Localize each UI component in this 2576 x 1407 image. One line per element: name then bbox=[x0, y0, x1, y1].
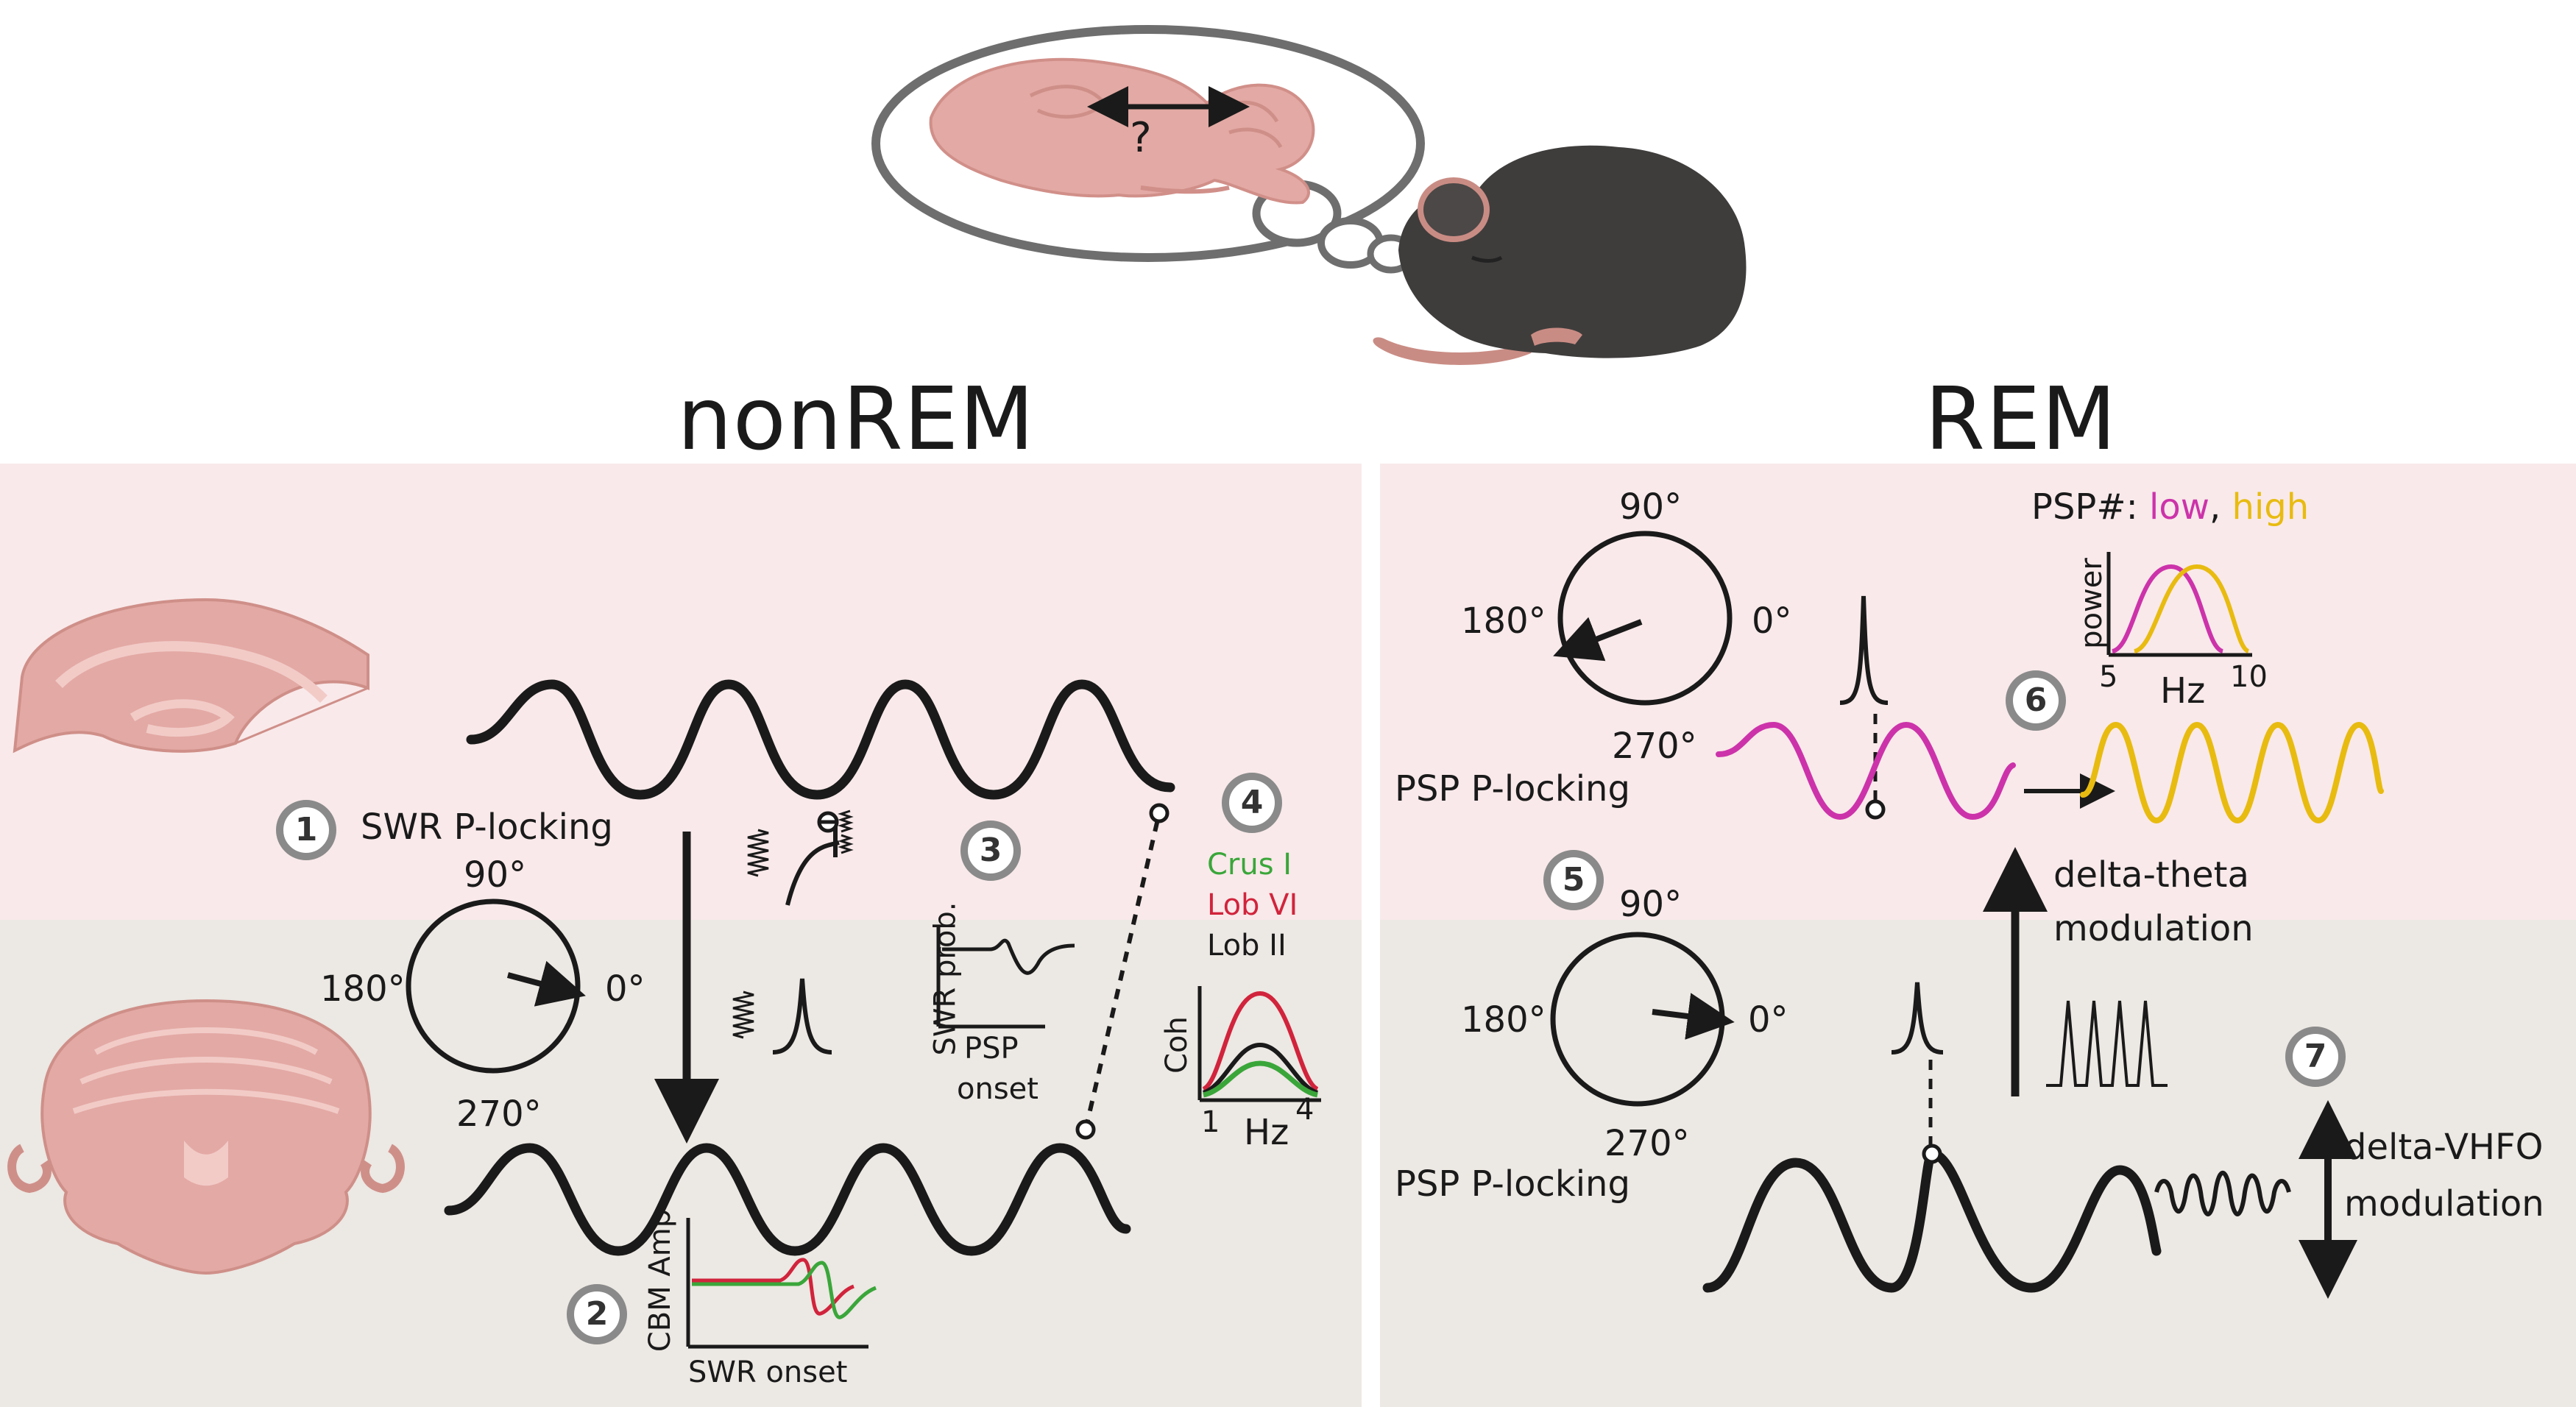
swr-prob-axis-label: SWR prob. bbox=[928, 901, 963, 1056]
polar-swr-180-label: 180° bbox=[320, 968, 406, 1010]
polar-swr-90-label: 90° bbox=[464, 854, 527, 896]
polar-rem-bottom-0-label: 0° bbox=[1748, 999, 1788, 1041]
cbm-amplitude-plot bbox=[686, 1218, 877, 1349]
psp-p-locking-top-label: PSP P-locking bbox=[1395, 768, 1630, 809]
delta-theta-label-line2: modulation bbox=[2053, 908, 2254, 949]
step-badge-1: 1 bbox=[276, 800, 336, 860]
mouse-paw bbox=[1531, 327, 1582, 346]
coh-x-axis-label: Hz bbox=[1244, 1112, 1289, 1153]
psp-count-legend-high: high bbox=[2232, 486, 2310, 528]
hippocampus-slice-icon bbox=[13, 598, 369, 754]
coherence-trace-lob-ii bbox=[1202, 1042, 1319, 1095]
thought-question-mark: ? bbox=[1130, 114, 1152, 162]
coh-x-tick-1: 1 bbox=[1201, 1105, 1220, 1139]
polar-swr-270-label: 270° bbox=[456, 1094, 542, 1135]
theta-wave-low-psp bbox=[1716, 721, 2016, 821]
polar-rem-bottom-90-label: 90° bbox=[1619, 884, 1682, 925]
polar-mean-vector-swr bbox=[506, 960, 586, 1007]
sleeping-mouse-icon bbox=[1373, 145, 1747, 366]
polar-swr-0-label: 0° bbox=[605, 968, 645, 1010]
power-axis-label: power bbox=[2074, 558, 2109, 649]
coherence-trace-crus-i bbox=[1203, 1060, 1318, 1098]
phase-marker-rem-top bbox=[1865, 799, 1886, 820]
psp-spike-bottom bbox=[1891, 982, 1944, 1055]
step-badge-6: 6 bbox=[2006, 670, 2066, 731]
power-spectrum-high-psp bbox=[2133, 564, 2250, 653]
power-x-axis-label: Hz bbox=[2160, 670, 2206, 712]
mouse-eye bbox=[1471, 255, 1503, 263]
polar-plot-rem-cerebellum bbox=[1550, 932, 1735, 1107]
mouse-ear bbox=[1418, 177, 1490, 242]
cbm-amp-axis-label: CBM Amp bbox=[643, 1208, 678, 1353]
polar-plot-rem-hippocampus bbox=[1553, 531, 1733, 706]
coherence-trace-lob-vi bbox=[1202, 990, 1319, 1091]
phase-marker-bottom bbox=[1075, 1119, 1096, 1140]
coh-x-tick-4: 4 bbox=[1295, 1093, 1314, 1127]
power-spectrum-low-psp bbox=[2111, 564, 2224, 653]
theta-wave-high-psp bbox=[2080, 721, 2384, 824]
coh-axis-label: Coh bbox=[1159, 1016, 1194, 1074]
psp-onset-label-line2: onset bbox=[957, 1072, 1038, 1106]
rem-panel bbox=[1380, 464, 2576, 1407]
psp-spike-top bbox=[1839, 595, 1889, 705]
legend-lob-ii: Lob II bbox=[1207, 929, 1287, 963]
power-x-tick-10: 10 bbox=[2230, 660, 2268, 694]
swr-probability-trace bbox=[942, 938, 1075, 975]
phase-marker-top bbox=[1149, 803, 1170, 823]
mouse-body bbox=[1398, 145, 1747, 358]
power-x-tick-5: 5 bbox=[2099, 660, 2118, 694]
polar-mean-vector-rem-hippocampus bbox=[1553, 617, 1643, 662]
thought-bubble bbox=[871, 25, 1425, 274]
legend-crus-i: Crus I bbox=[1207, 848, 1292, 882]
psp-onset-label-line1: PSP bbox=[964, 1032, 1019, 1066]
delta-vhfo-label-line2: modulation bbox=[2344, 1183, 2544, 1225]
polar-rem-top-180-label: 180° bbox=[1461, 600, 1546, 642]
psp-p-locking-bottom-label: PSP P-locking bbox=[1395, 1163, 1630, 1205]
step-badge-4: 4 bbox=[1222, 773, 1282, 833]
step-badge-5: 5 bbox=[1543, 850, 1604, 910]
vhfo-trace bbox=[2154, 1171, 2291, 1216]
legend-lob-vi: Lob VI bbox=[1207, 888, 1298, 922]
ripple-trace-lower bbox=[732, 990, 754, 1039]
cerebellum-icon bbox=[7, 999, 405, 1275]
title-nonrem: nonREM bbox=[677, 368, 1036, 469]
step-badge-3: 3 bbox=[960, 821, 1021, 881]
brain-sagittal-icon bbox=[929, 57, 1315, 205]
hippocampus-band-right bbox=[1380, 464, 2576, 920]
hippocampal-wave-nonrem bbox=[466, 679, 1175, 800]
polar-rem-top-270-label: 270° bbox=[1612, 726, 1697, 767]
phase-marker-rem-bottom bbox=[1922, 1144, 1942, 1164]
step-badge-2: 2 bbox=[567, 1284, 627, 1344]
psp-count-legend-prefix: PSP#: bbox=[2031, 486, 2150, 528]
dashed-phase-link bbox=[1083, 812, 1161, 1130]
delta-vhfo-label-line1: delta-VHFO bbox=[2344, 1127, 2544, 1168]
polar-mean-vector-rem-cerebellum bbox=[1652, 993, 1735, 1040]
swr-onset-axis-label: SWR onset bbox=[688, 1355, 848, 1389]
mouse-tail bbox=[1373, 337, 1538, 366]
coherence-plot bbox=[1197, 986, 1321, 1102]
swr-p-locking-label: SWR P-locking bbox=[361, 807, 613, 848]
polar-rem-top-90-label: 90° bbox=[1619, 486, 1682, 528]
step-badge-7: 7 bbox=[2285, 1027, 2346, 1087]
psp-count-legend-low: low bbox=[2149, 486, 2209, 528]
ripple-trace-upper bbox=[747, 829, 769, 877]
polar-rem-top-0-label: 0° bbox=[1752, 600, 1792, 642]
polar-rem-bottom-180-label: 180° bbox=[1461, 999, 1546, 1041]
neuron-psp-sketch bbox=[772, 809, 854, 1055]
swr-probability-plot bbox=[936, 927, 1075, 1029]
polar-plot-swr bbox=[406, 899, 586, 1074]
psp-count-legend: PSP#: low, high bbox=[2031, 489, 2309, 525]
power-spectrum-plot bbox=[2106, 552, 2252, 657]
delta-theta-label-line1: delta-theta bbox=[2053, 854, 2249, 896]
cerebellar-wave-nonrem bbox=[444, 1143, 1131, 1256]
polar-rem-bottom-270-label: 270° bbox=[1604, 1123, 1690, 1164]
cerebellum-band-right bbox=[1380, 920, 2576, 1407]
psp-count-legend-separator: , bbox=[2209, 486, 2221, 528]
title-rem: REM bbox=[1925, 368, 2117, 469]
spike-burst-trace bbox=[2046, 1000, 2168, 1087]
cbm-amplitude-trace-green bbox=[692, 1261, 877, 1319]
